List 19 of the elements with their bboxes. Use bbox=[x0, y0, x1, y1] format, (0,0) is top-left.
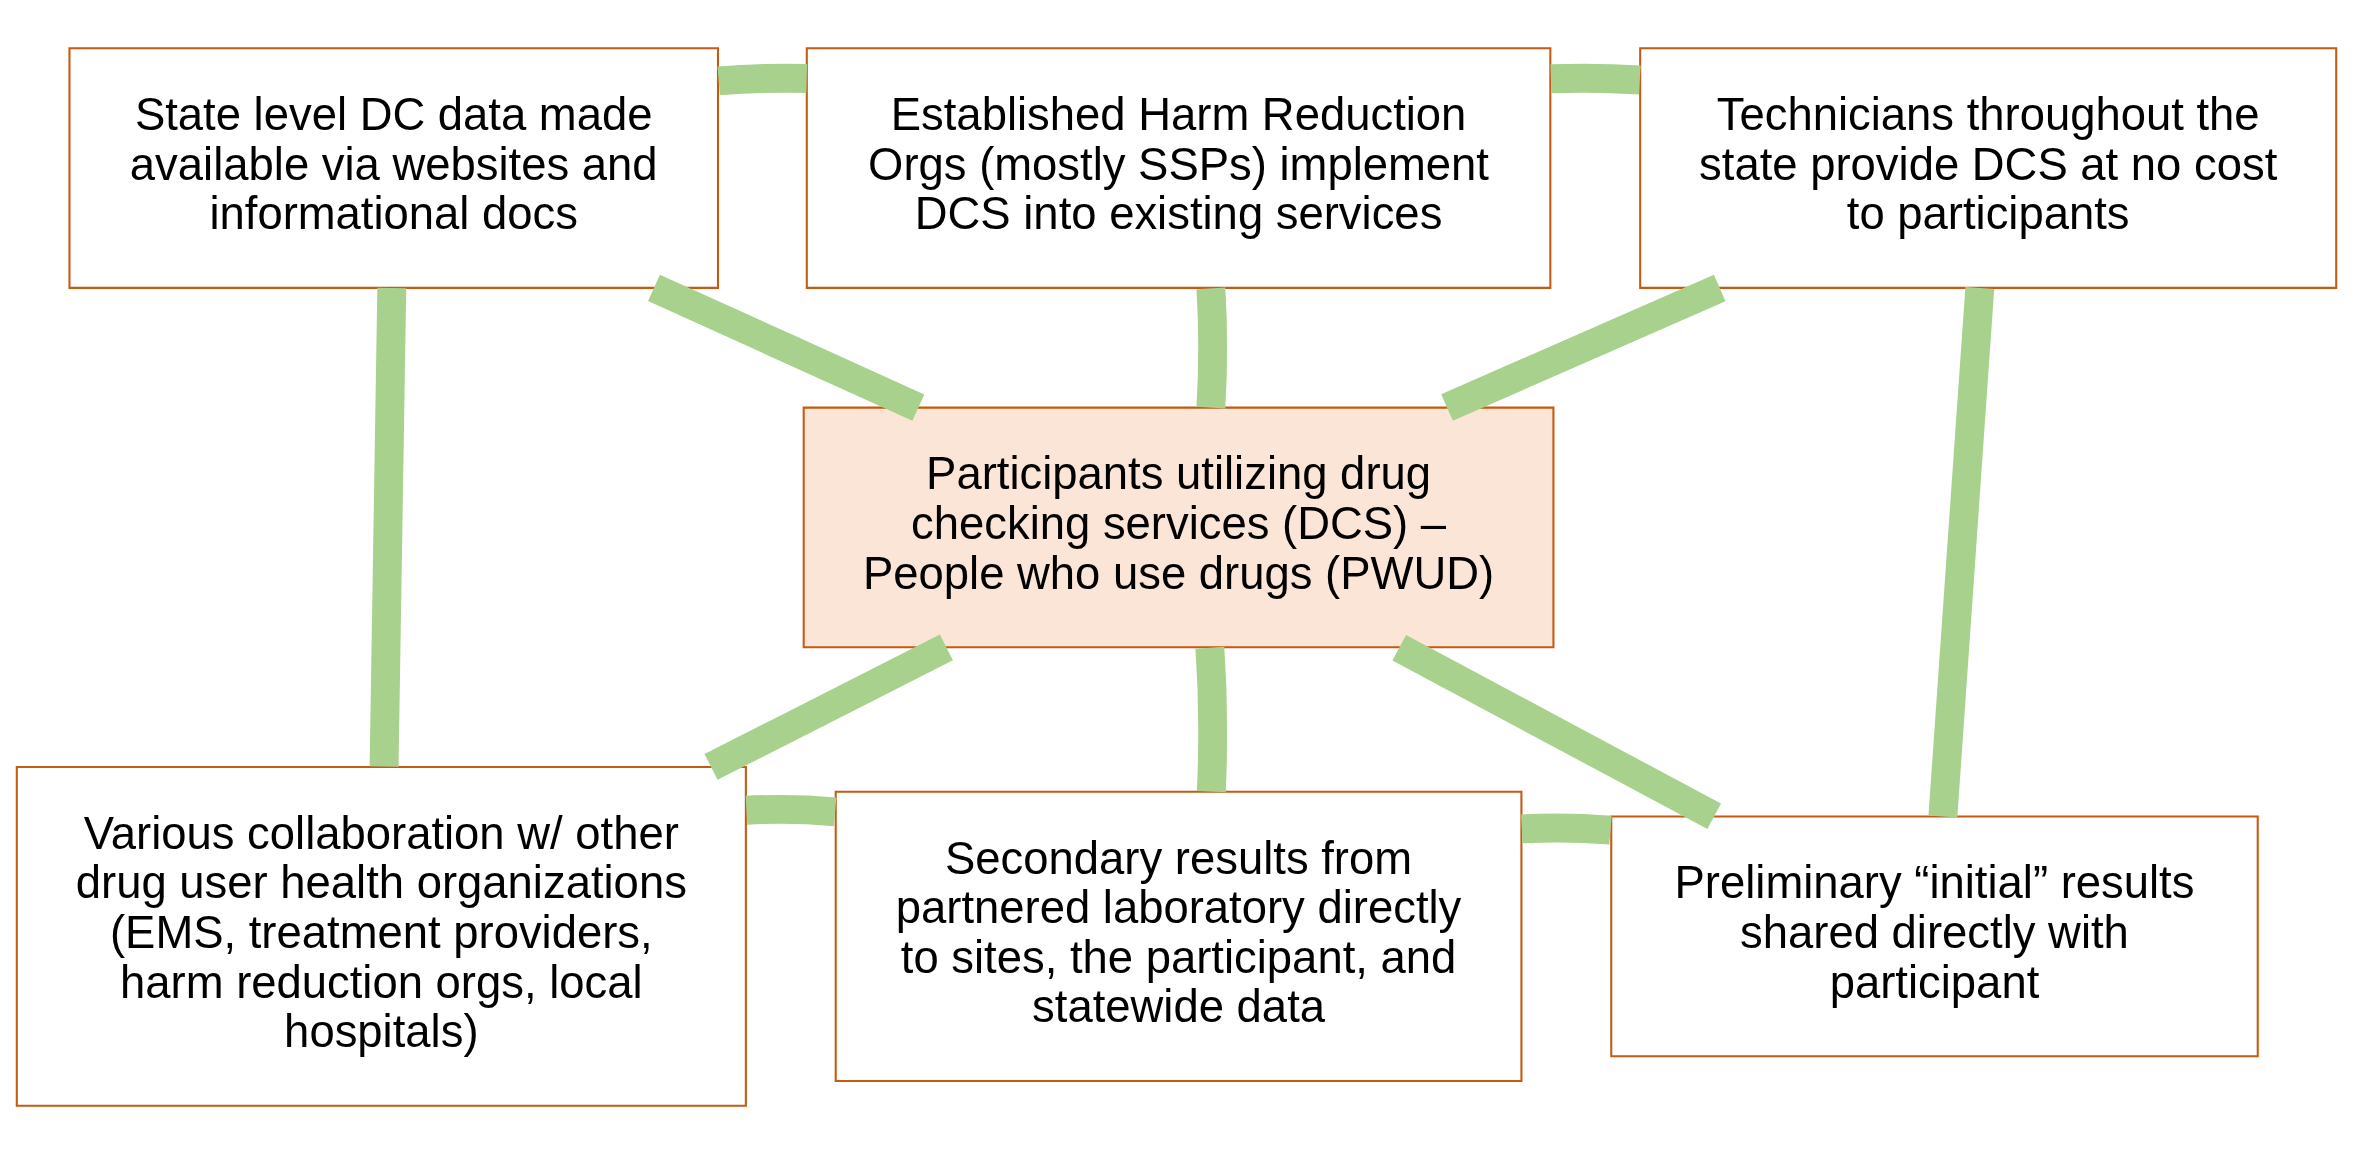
connector bbox=[1441, 274, 1726, 421]
connector bbox=[704, 634, 953, 780]
node-box: Preliminary “initial” results shared directly with participant bbox=[1610, 815, 2259, 1058]
node-box: Various collaboration w/ other drug user health organizations (EMS, treatment providers, harm reduction orgs, local hospitals) bbox=[15, 766, 747, 1107]
node-box: Technicians throughout the state provide DCS at no cost to participants bbox=[1639, 47, 2338, 289]
connector bbox=[745, 794, 837, 827]
connector bbox=[1392, 634, 1722, 830]
node-box: State level DC data made available via websites and informational docs bbox=[68, 47, 719, 289]
connector bbox=[1521, 813, 1612, 845]
connector bbox=[1928, 287, 1995, 818]
node-box: Participants utilizing drug checking services (DCS) – People who use drugs (PWUD) bbox=[802, 406, 1555, 649]
connector bbox=[1195, 646, 1228, 793]
node-box: Established Harm Reduction Orgs (mostly SSPs) implement DCS into existing services bbox=[805, 47, 1552, 289]
connector bbox=[369, 287, 407, 767]
connector bbox=[1550, 63, 1641, 95]
connector bbox=[717, 63, 807, 96]
connector bbox=[648, 274, 925, 421]
connector bbox=[1196, 287, 1228, 409]
node-box: Secondary results from partnered laboratory directly to sites, the participant, and statewide data bbox=[834, 790, 1523, 1082]
